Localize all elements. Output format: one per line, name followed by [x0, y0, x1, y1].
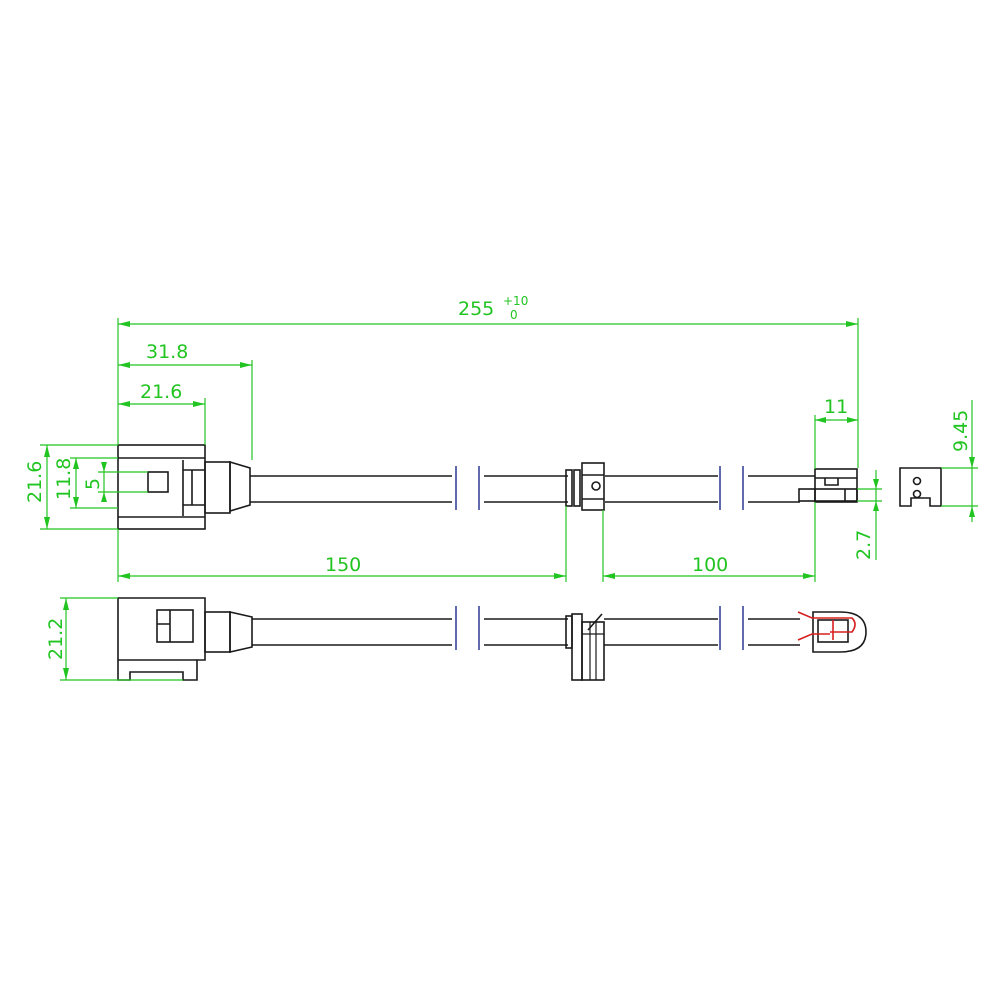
cable-clip-top	[565, 462, 605, 511]
connector-housing-side	[117, 597, 253, 681]
break-marks-side	[455, 606, 744, 650]
dimensions: 255 +10 0 31.8 21.6 21.6	[24, 294, 978, 681]
dim-sensor-height-value: 9.45	[950, 410, 972, 452]
dim-height-top: 21.6	[24, 444, 118, 530]
sensor-end-view	[899, 467, 942, 507]
side-view	[117, 597, 867, 681]
dim-distance-to-clip: 150	[117, 506, 567, 582]
dim-inner-height-value: 11.8	[53, 458, 75, 500]
dim-overall-length: 255 +10 0	[117, 294, 859, 468]
dim-connector-length: 31.8	[118, 341, 253, 460]
dim-height-side: 21.2	[45, 597, 183, 681]
cable-side	[252, 618, 800, 646]
dim-connector-body-value: 21.6	[140, 381, 182, 403]
dim-overall-tol-lower: 0	[510, 308, 518, 322]
dim-clip-to-sensor: 100	[602, 502, 816, 582]
sensor-top	[798, 468, 858, 503]
dim-inner-height: 11.8	[53, 457, 118, 509]
dim-connector-length-value: 31.8	[146, 341, 188, 363]
connector-housing-top	[117, 444, 251, 530]
dim-sensor-length-value: 11	[824, 396, 848, 418]
dim-height-side-value: 21.2	[45, 618, 67, 660]
dim-overall-tol-upper: +10	[503, 294, 528, 308]
sensor-side	[797, 611, 867, 653]
dim-overall-value: 255	[458, 298, 494, 320]
dim-distance-to-clip-value: 150	[325, 554, 361, 576]
dim-sensor-height: 9.45	[941, 400, 978, 522]
break-marks-top	[455, 466, 744, 510]
top-view	[117, 444, 942, 530]
cable-top	[250, 475, 815, 503]
dim-clip-to-sensor-value: 100	[692, 554, 728, 576]
dim-slot: 5	[82, 462, 148, 502]
dim-height-top-value: 21.6	[24, 461, 46, 503]
dim-sensor-length: 11	[814, 396, 858, 469]
dim-sensor-offset: 2.7	[853, 470, 882, 560]
dim-slot-value: 5	[82, 478, 104, 490]
cable-clip-side	[565, 613, 605, 681]
dim-connector-body: 21.6	[118, 381, 206, 445]
dim-sensor-offset-value: 2.7	[853, 530, 875, 560]
